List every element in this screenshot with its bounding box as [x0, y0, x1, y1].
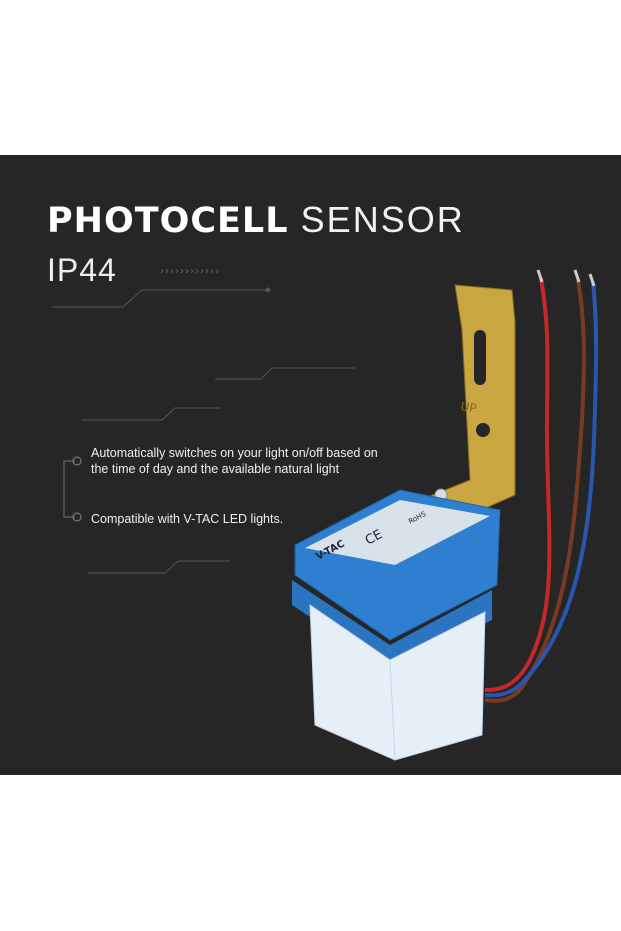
circuit-line — [81, 407, 220, 421]
circuit-line — [88, 560, 230, 574]
ip-rating: IP44 — [47, 252, 117, 288]
feature-item: Compatible with V-TAC LED lights. — [91, 512, 284, 526]
page-title: PHOTOCELL SENSOR — [47, 199, 465, 241]
bullet-circle — [72, 456, 82, 466]
bullet-bracket — [63, 460, 75, 518]
feature-item: Automatically switches on your light on/… — [91, 446, 378, 476]
wire-blue — [484, 281, 599, 698]
circuit-dot — [265, 287, 271, 293]
circuit-line — [52, 289, 268, 308]
ce-mark: CE — [363, 527, 385, 548]
dark-banner — [0, 155, 621, 775]
wire-brown — [484, 279, 586, 703]
arrows-decoration: ›››››››››››› — [160, 266, 220, 277]
wire-red — [484, 277, 552, 692]
bullet-circle — [72, 512, 82, 522]
photocell-product: UP V-TAC CE RoHS — [292, 269, 599, 761]
circuit-line — [215, 367, 355, 380]
bracket-text: UP — [459, 399, 477, 416]
